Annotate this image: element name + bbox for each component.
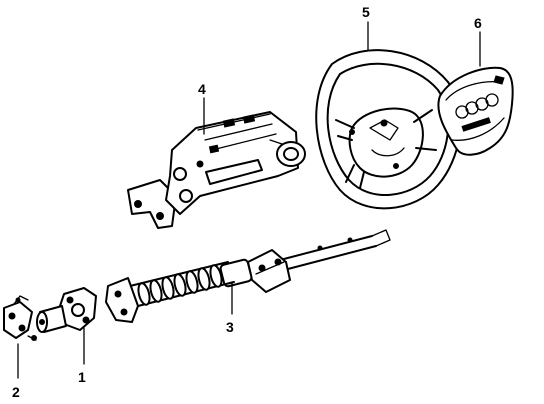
lower-coupler [36, 287, 97, 333]
callout-1: 1 [78, 327, 86, 385]
shaft-corrugations [137, 264, 223, 306]
steering-wheel [315, 49, 462, 210]
callout-label-5: 5 [362, 4, 370, 20]
callout-label-4: 4 [198, 81, 206, 97]
callout-4: 4 [198, 81, 206, 135]
callout-5: 5 [362, 4, 370, 51]
callout-label-3: 3 [226, 319, 234, 335]
callout-2: 2 [12, 343, 20, 400]
callout-label-6: 6 [474, 15, 482, 31]
steering-shaft [105, 229, 391, 323]
u-joint [3, 295, 37, 341]
callout-6: 6 [474, 15, 482, 67]
callout-label-2: 2 [12, 384, 20, 400]
horn-pad [437, 66, 514, 156]
callout-3: 3 [226, 281, 234, 335]
column-housing [127, 111, 306, 229]
callout-label-1: 1 [78, 369, 86, 385]
